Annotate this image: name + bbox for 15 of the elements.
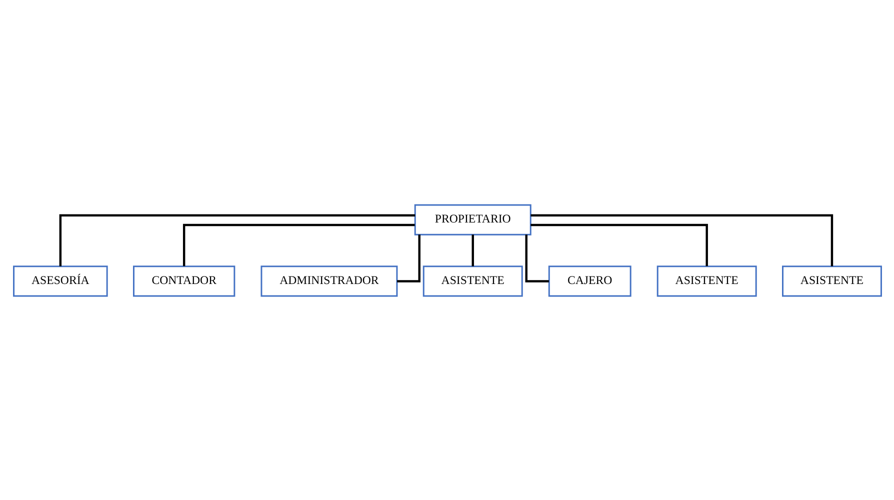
- node-box: ASISTENTE: [656, 265, 756, 296]
- connector: [530, 214, 833, 266]
- node-box: ASISTENTE: [422, 265, 522, 296]
- node-box: ADMINISTRADOR: [260, 265, 398, 296]
- connector: [58, 214, 415, 266]
- node-box: CAJERO: [548, 265, 631, 296]
- connector: [530, 223, 708, 266]
- node-box: ASESORÍA: [12, 265, 108, 296]
- connector: [182, 223, 414, 266]
- connector: [396, 234, 420, 282]
- connector: [471, 234, 474, 266]
- node-box: CONTADOR: [132, 265, 235, 296]
- node-box: ASISTENTE: [782, 265, 882, 296]
- connector: [524, 234, 548, 282]
- node-box: PROPIETARIO: [414, 204, 531, 235]
